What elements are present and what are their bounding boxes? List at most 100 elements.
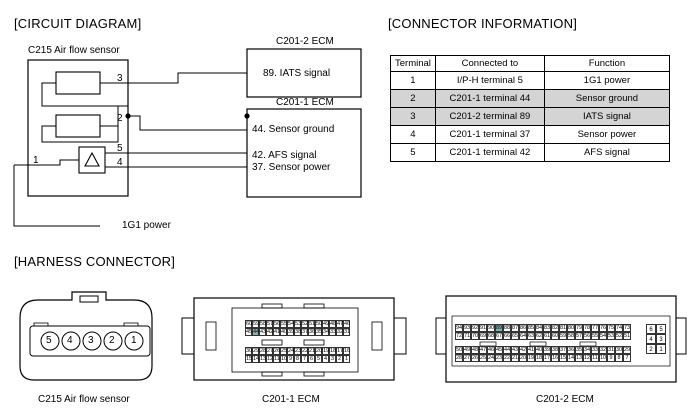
connector-pin: 24 bbox=[287, 347, 295, 355]
connector-pin: 45 bbox=[245, 328, 253, 336]
connector-pin: 41 bbox=[527, 346, 535, 354]
connector-pin: 19 bbox=[527, 354, 535, 362]
connector-pin: 37 bbox=[559, 346, 567, 354]
connector-pin: 52 bbox=[301, 320, 309, 328]
connector-pin: 8 bbox=[615, 354, 623, 362]
cell-function: AFS signal bbox=[543, 143, 670, 162]
connector-pin: 54 bbox=[287, 320, 295, 328]
connector-pin: 25 bbox=[479, 354, 487, 362]
connector-pin: 33 bbox=[591, 346, 599, 354]
connector-pin: 80 bbox=[567, 324, 575, 332]
connector-pin: 86 bbox=[519, 324, 527, 332]
connector-pin: 21 bbox=[308, 347, 316, 355]
connector-pin: 1 bbox=[656, 344, 666, 354]
connector-pin: 89 bbox=[495, 324, 503, 332]
ecm1-caption: C201-1 ECM bbox=[262, 394, 320, 405]
connector-pin: 47 bbox=[336, 320, 344, 328]
sensor-pin-3: 3 bbox=[88, 335, 94, 346]
connector-pin: 49 bbox=[322, 320, 330, 328]
ecm1-signal-afs: 42. AFS signal bbox=[252, 150, 317, 161]
connector-pin: 38 bbox=[294, 328, 302, 336]
connector-pin: 45 bbox=[495, 346, 503, 354]
connector-pin: 42 bbox=[519, 346, 527, 354]
cell-function: IATS signal bbox=[543, 107, 670, 126]
connector-pin: 54 bbox=[599, 332, 607, 340]
ecm2-title: C201-2 ECM bbox=[276, 36, 334, 47]
connector-pin: 72 bbox=[455, 332, 463, 340]
connector-pin: 68 bbox=[487, 332, 495, 340]
connector-pin: 8 bbox=[294, 355, 301, 363]
connector-pin: 18 bbox=[535, 354, 543, 362]
connector-pin: 22 bbox=[301, 347, 309, 355]
connector-pin: 55 bbox=[591, 332, 599, 340]
connector-pin: 56 bbox=[273, 320, 281, 328]
connector-pin: 32 bbox=[599, 346, 607, 354]
connector-pin: 91 bbox=[479, 324, 487, 332]
connector-pin: 66 bbox=[503, 332, 511, 340]
connector-pin: 25 bbox=[280, 347, 288, 355]
connector-pin: 16 bbox=[551, 354, 559, 362]
connector-pin: 50 bbox=[315, 320, 323, 328]
connector-pin: 88 bbox=[503, 324, 511, 332]
connector-pin: 41 bbox=[273, 328, 281, 336]
connector-pin: 47 bbox=[479, 346, 487, 354]
connector-pin: 35 bbox=[315, 328, 323, 336]
connector-pin: 39 bbox=[543, 346, 551, 354]
connector-pin: 43 bbox=[511, 346, 519, 354]
sensor-pin-4: 4 bbox=[67, 335, 73, 346]
connector-pin: 20 bbox=[519, 354, 527, 362]
connector-pin: 53 bbox=[294, 320, 302, 328]
connector-pin: 27 bbox=[463, 354, 471, 362]
connector-pin: 85 bbox=[527, 324, 535, 332]
connector-pin: 69 bbox=[479, 332, 487, 340]
connector-pin: 23 bbox=[294, 347, 302, 355]
pin-number-1: 1 bbox=[33, 155, 39, 166]
connector-pin: 6 bbox=[646, 324, 656, 334]
connector-pin: 36 bbox=[308, 328, 316, 336]
connector-pin: 50 bbox=[455, 346, 463, 354]
connector-pin: 13 bbox=[259, 355, 267, 363]
connector-pin: 93 bbox=[463, 324, 471, 332]
connector-info-title: [CONNECTOR INFORMATION] bbox=[388, 16, 578, 31]
cell-connected: C201-1 terminal 44 bbox=[434, 89, 545, 108]
connector-pin: 51 bbox=[308, 320, 316, 328]
connector-pin: 15 bbox=[559, 354, 567, 362]
connector-pin: 35 bbox=[575, 346, 583, 354]
connector-pin: 48 bbox=[471, 346, 479, 354]
sensor-caption: C215 Air flow sensor bbox=[38, 394, 130, 405]
connector-pin: 52 bbox=[615, 332, 623, 340]
connector-pin: 83 bbox=[543, 324, 551, 332]
connector-pin: 70 bbox=[471, 332, 479, 340]
connector-pin: 63 bbox=[527, 332, 535, 340]
connector-pin: 49 bbox=[463, 346, 471, 354]
connector-pin: 17 bbox=[543, 354, 551, 362]
connector-pin: 29 bbox=[623, 346, 631, 354]
connector-pin: 77 bbox=[591, 324, 599, 332]
connector-pin: 5 bbox=[656, 324, 666, 334]
connector-pin: 73 bbox=[623, 324, 631, 332]
connector-pin: 9 bbox=[607, 354, 615, 362]
connector-pin: 5 bbox=[315, 355, 322, 363]
connector-pin: 27 bbox=[266, 347, 274, 355]
connector-pin: 2 bbox=[336, 355, 343, 363]
connector-pin: 87 bbox=[511, 324, 519, 332]
connector-pin: 12 bbox=[266, 355, 274, 363]
harness-connector-title: [HARNESS CONNECTOR] bbox=[14, 254, 176, 269]
connector-pin: 43 bbox=[259, 328, 267, 336]
ecm1-title: C201-1 ECM bbox=[276, 97, 334, 108]
connector-pin: 32 bbox=[336, 328, 344, 336]
connector-pin: 30 bbox=[245, 347, 253, 355]
connector-pin: 46 bbox=[343, 320, 351, 328]
connector-pin: 51 bbox=[623, 332, 631, 340]
connector-pin: 75 bbox=[607, 324, 615, 332]
connector-pin: 20 bbox=[315, 347, 323, 355]
connector-pin: 53 bbox=[607, 332, 615, 340]
connector-pin: 58 bbox=[567, 332, 575, 340]
connector-pin: 30 bbox=[615, 346, 623, 354]
